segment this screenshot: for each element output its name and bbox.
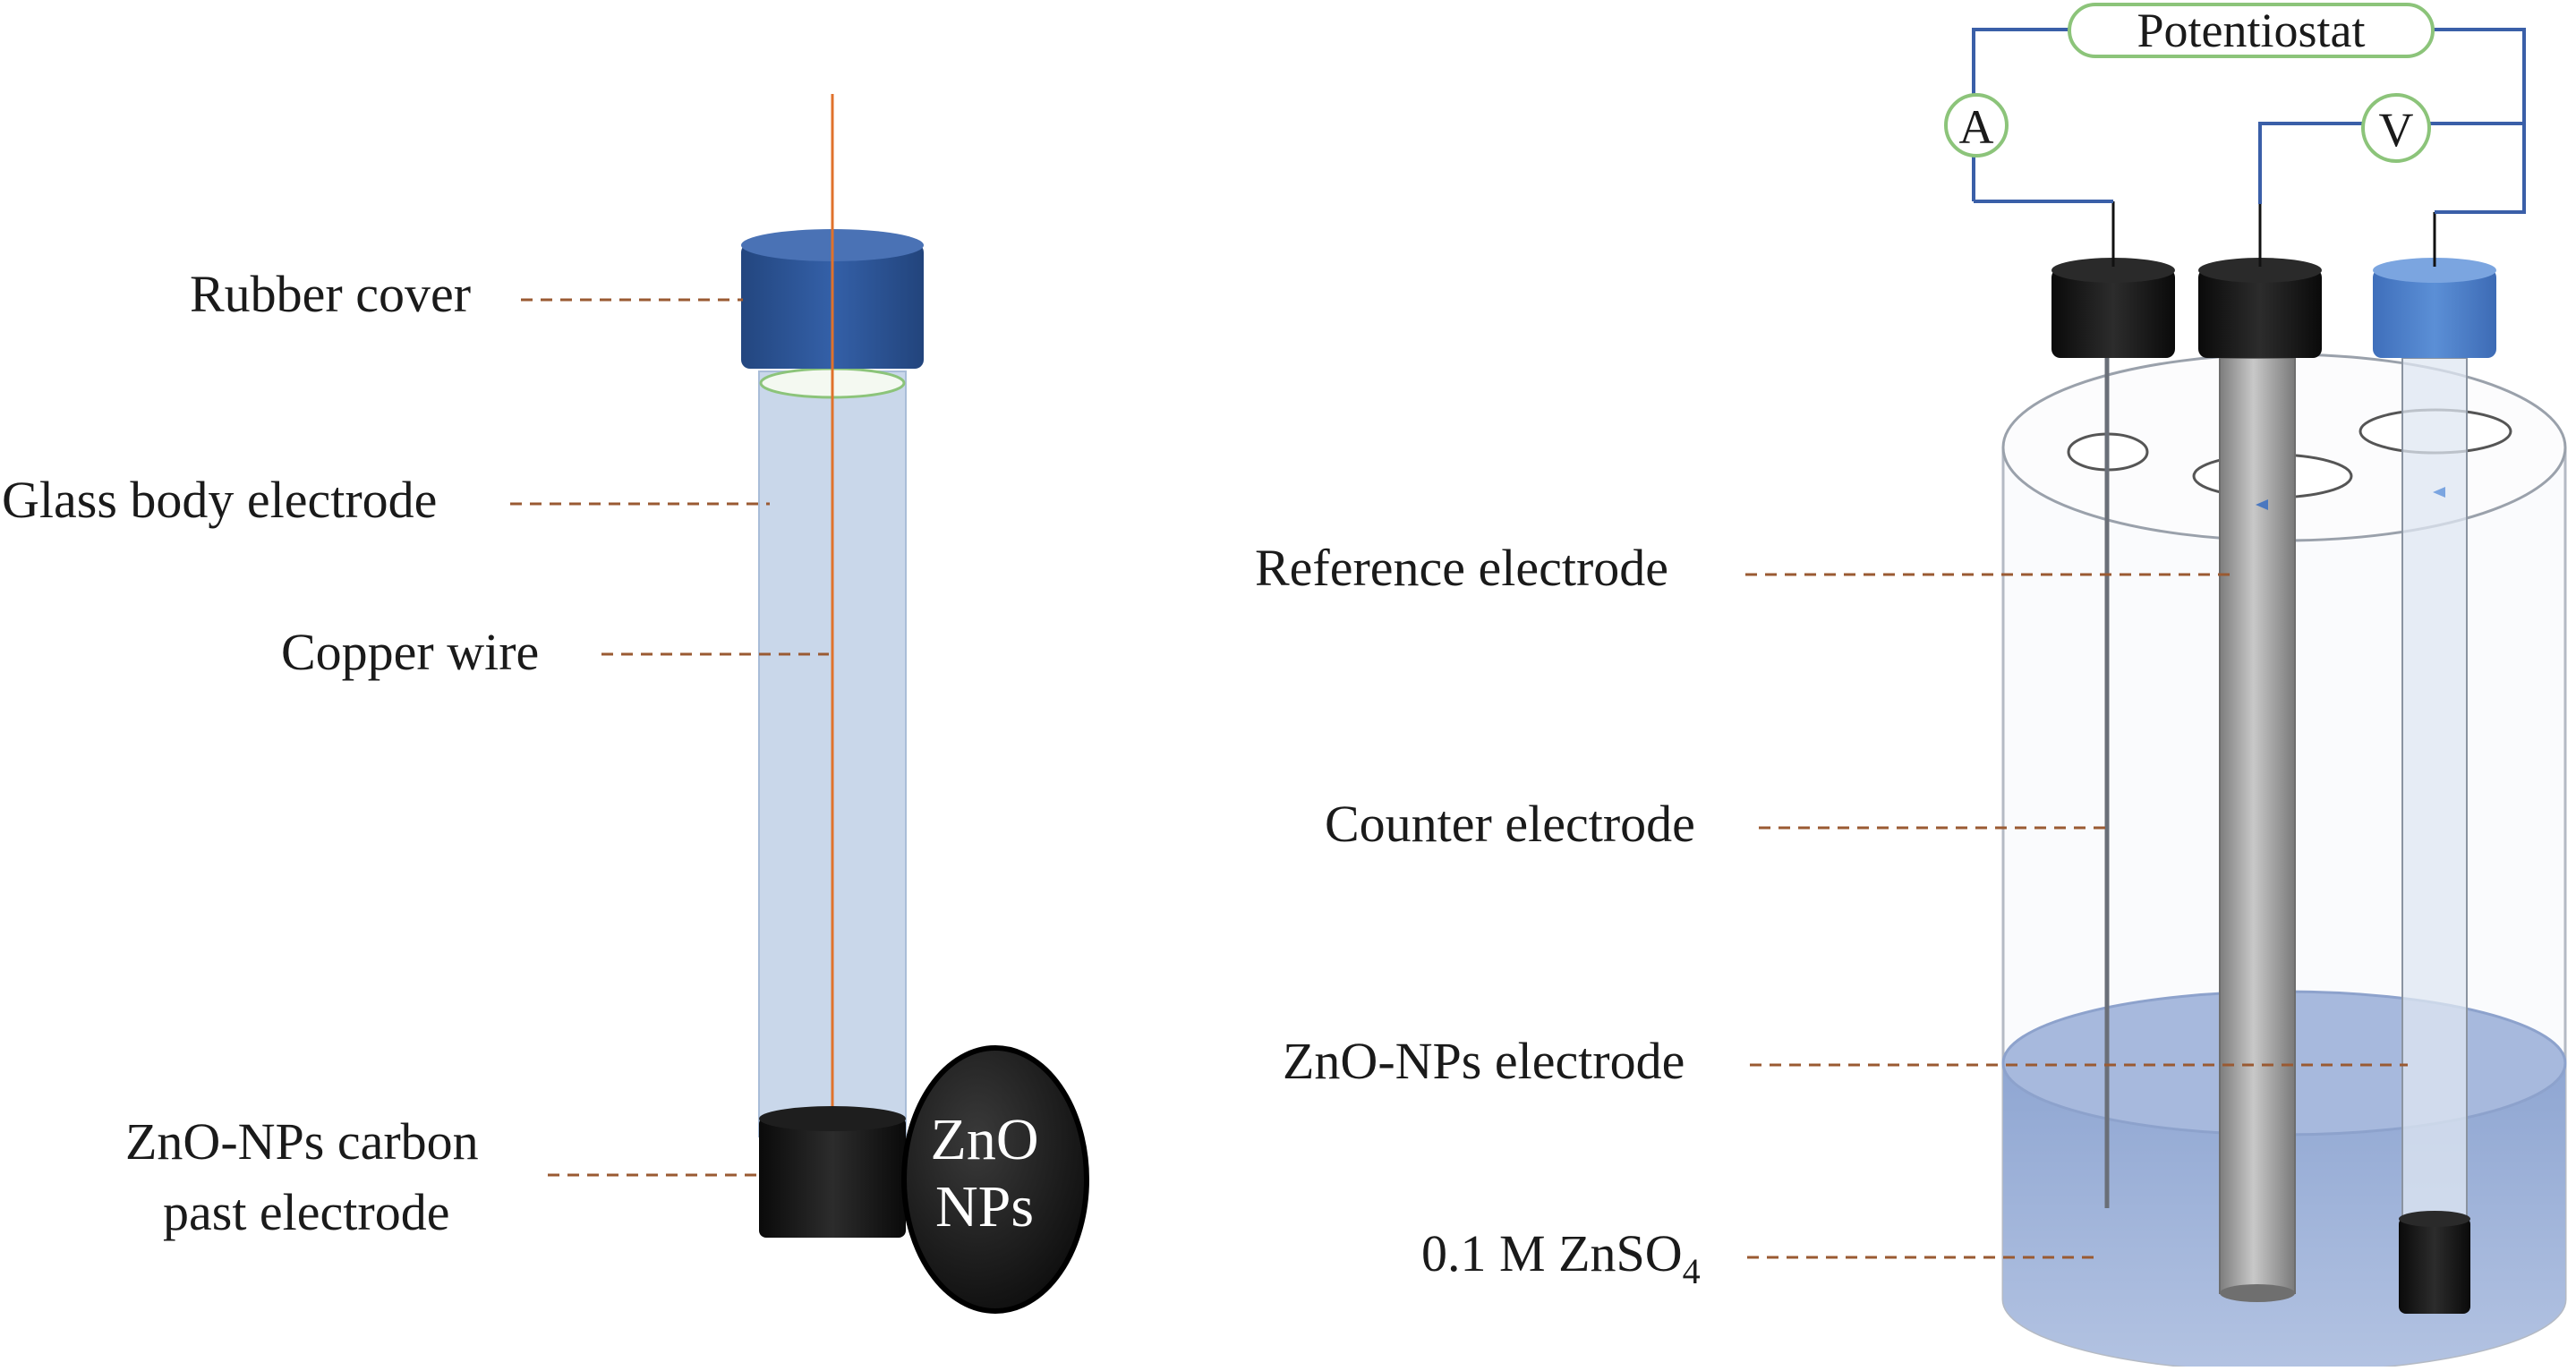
reference-marker <box>2256 499 2268 510</box>
label-glass-body: Glass body electrode <box>2 471 437 529</box>
reference-electrode-cap <box>2198 268 2322 358</box>
potentiostat-box <box>2068 3 2435 58</box>
ammeter <box>1944 93 2009 158</box>
working-marker <box>2433 487 2445 498</box>
working-tip-top <box>2399 1211 2470 1227</box>
label-working-electrode: ZnO-NPs electrode <box>1283 1032 1685 1090</box>
working-electrode-cap <box>2373 268 2496 358</box>
electrolyte-subscript: 4 <box>1683 1251 1701 1291</box>
ammeter-label: A <box>1959 100 1994 154</box>
carbon-paste-tip <box>759 1117 906 1238</box>
disk-label-line1: ZnO <box>931 1107 1039 1172</box>
circuit-wiring <box>1972 28 2526 267</box>
reference-cap-top <box>2198 258 2322 283</box>
reference-electrode-bottom <box>2220 1284 2295 1302</box>
label-counter-electrode: Counter electrode <box>1325 795 1695 853</box>
voltmeter-label: V <box>2379 103 2414 157</box>
carbon-paste-electrode: ZnO NPs <box>741 94 1089 1314</box>
working-cap-top <box>2373 258 2496 283</box>
counter-electrode-cap <box>2051 268 2175 358</box>
counter-cap-top <box>2051 258 2175 283</box>
label-copper-wire: Copper wire <box>281 623 539 681</box>
label-reference-electrode: Reference electrode <box>1255 539 1668 597</box>
label-tip-line2: past electrode <box>163 1183 449 1241</box>
electrochemical-cell: Potentiostat A V <box>1944 3 2567 1371</box>
reference-electrode-body <box>2219 357 2296 1294</box>
carbon-paste-tip-top <box>759 1106 906 1131</box>
working-electrode-glass <box>2401 357 2468 1299</box>
working-electrode-tip <box>2399 1217 2470 1314</box>
disk-label-line2: NPs <box>935 1174 1034 1239</box>
potentiostat-label: Potentiostat <box>2137 4 2366 57</box>
electrolyte-main: 0.1 M ZnSO <box>1421 1224 1683 1282</box>
label-electrolyte: 0.1 M ZnSO4 <box>1421 1224 1701 1291</box>
voltmeter <box>2361 93 2431 163</box>
label-tip-line1: ZnO-NPs carbon <box>125 1112 479 1171</box>
zno-nps-disk <box>901 1045 1089 1314</box>
label-rubber-cover: Rubber cover <box>190 265 471 323</box>
